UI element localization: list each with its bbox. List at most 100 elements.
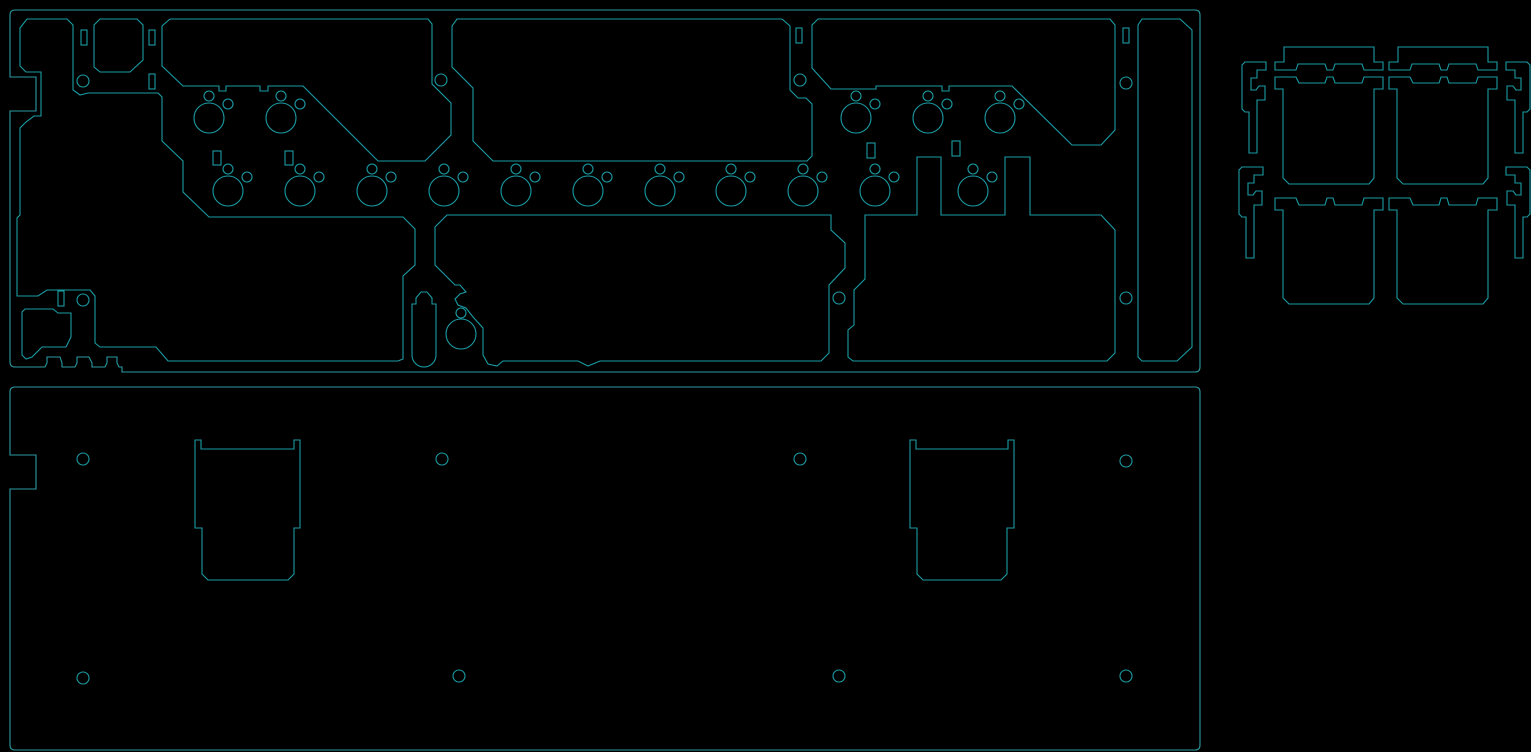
switch-hole [445,318,477,350]
switch-pin-hole [869,98,881,110]
top-plate [9,9,1201,373]
switch-pin-hole [582,163,594,175]
cup-piece [1388,76,1498,185]
switch-pin-hole [967,163,979,175]
screw-hole [832,669,846,683]
cutout-bottom-left-small [21,308,72,360]
switch-hole [644,175,676,207]
top-frame-piece [1388,46,1498,71]
switch-hole [265,102,297,134]
switch-pin-hole [744,171,756,183]
small-parts [1238,46,1531,305]
switch-pin-hole [529,171,541,183]
switch-pin-hole [294,98,306,110]
switch-pin-hole [455,307,467,319]
top-frame-right [1388,46,1498,305]
side-clip [1505,166,1531,259]
slot [212,150,222,166]
side-clip [1241,61,1267,154]
switch-pin-hole [673,171,685,183]
slot [951,140,961,157]
screw-hole [1119,76,1133,90]
cutout-left-large [16,18,416,362]
slot [148,73,156,90]
screw-hole [793,73,807,87]
switch-pin-hole [601,171,613,183]
screw-hole [1119,669,1133,683]
screw-hole [832,291,846,305]
screw-hole [435,452,449,466]
switch-hole [500,175,532,207]
switch-pin-hole [869,163,881,175]
switch-hole [984,102,1016,134]
slot [284,150,294,166]
switch-hole [859,175,891,207]
switch-pin-hole [275,90,287,102]
cutout-pill-slot [411,291,437,368]
slot [57,290,65,307]
switch-pin-hole [654,163,666,175]
switch-pin-hole [366,163,378,175]
switch-pin-hole [816,171,828,183]
slot [795,27,803,44]
cutout-bottom-right [847,156,1116,362]
switch-hole [957,175,989,207]
pcb-cutout-left [194,439,301,581]
bottom-plate [9,386,1201,751]
switch-pin-hole [385,171,397,183]
screw-hole [76,74,90,88]
screw-hole [452,669,466,683]
switch-pin-hole [797,163,809,175]
switch-pin-hole [313,171,325,183]
screw-hole [434,73,448,87]
cutout-right-strip [1137,18,1193,362]
slot [1122,27,1130,44]
switch-pin-hole [888,171,900,183]
screw-hole [76,452,90,466]
cup-piece [1274,197,1384,305]
top-frame-piece [1274,46,1384,71]
switch-pin-hole [1013,98,1025,110]
switch-holes-group [193,90,1025,207]
switch-hole [284,175,316,207]
top-frame-left [1274,46,1384,305]
switch-pin-hole [850,90,862,102]
screw-hole [76,671,90,685]
cutout-top-right-keys [811,18,1116,146]
side-clip [1505,61,1531,154]
cutout-top-middle [451,18,813,162]
screw-hole [1119,454,1133,468]
switch-pin-hole [941,98,953,110]
switch-hole [572,175,604,207]
slot [80,29,88,46]
switch-hole [193,102,225,134]
switch-pin-hole [294,163,306,175]
switch-pin-hole [922,90,934,102]
cup-piece [1274,76,1384,185]
screw-hole [76,293,90,307]
switch-hole [428,175,460,207]
switch-pin-hole [510,163,522,175]
switch-pin-hole [725,163,737,175]
switch-hole [787,175,819,207]
slot [148,29,156,46]
switch-pin-hole [994,90,1006,102]
switch-pin-hole [203,90,215,102]
switch-hole [715,175,747,207]
switch-pin-hole [457,171,469,183]
switch-pin-hole [222,98,234,110]
switch-pin-hole [241,171,253,183]
screw-hole [1119,291,1133,305]
switch-pin-hole [222,163,234,175]
cutout-top-left-keys [161,18,452,162]
switch-pin-hole [438,163,450,175]
side-clip [1238,166,1264,259]
slot [866,142,876,159]
cutout-bottom-middle [434,214,846,367]
switch-pin-hole [986,171,998,183]
top-plate-outline [9,9,1201,373]
bottom-plate-outline [9,386,1201,751]
cutout-top-left-square [93,18,144,73]
